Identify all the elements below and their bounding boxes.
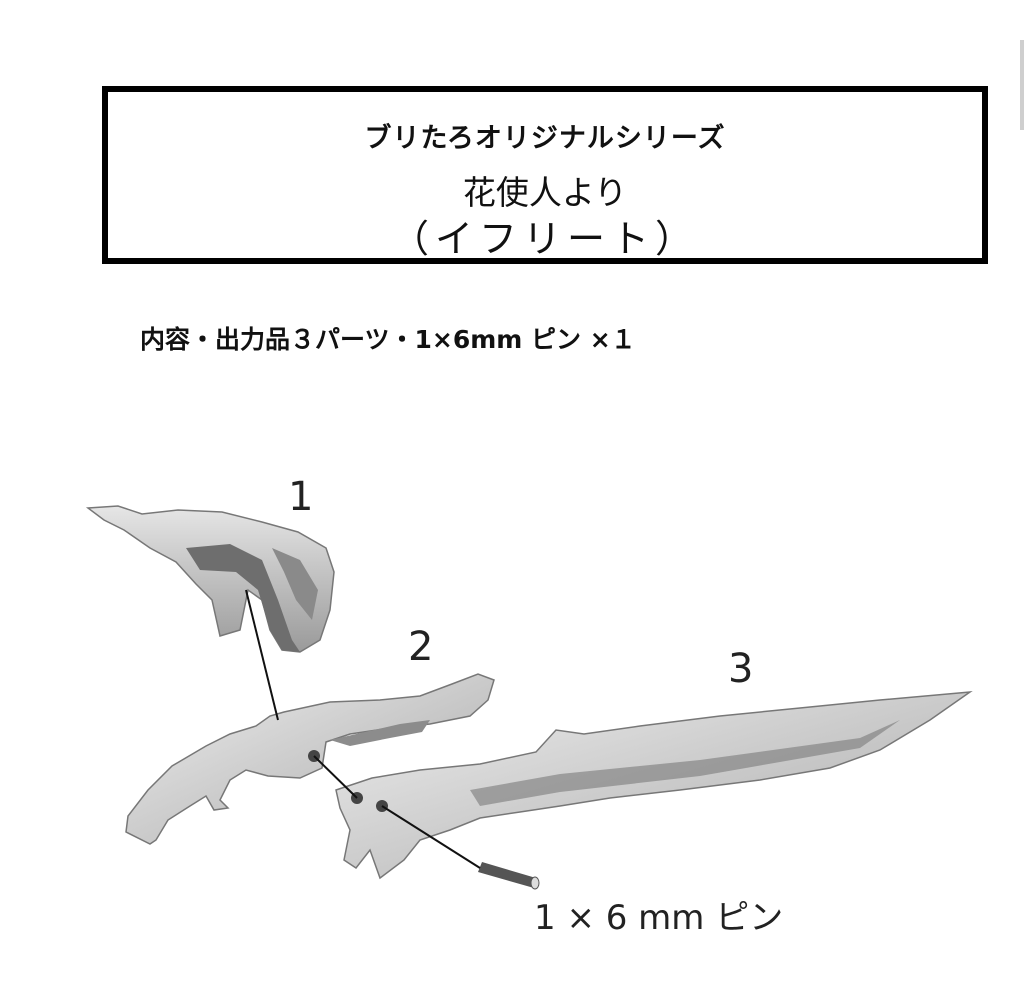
pin-shape xyxy=(478,862,540,890)
scrollbar[interactable] xyxy=(1020,40,1024,130)
pin-label: 1 × 6 mm ピン xyxy=(534,898,784,938)
assembly-line-1-2 xyxy=(245,589,279,721)
part-label-2: 2 xyxy=(408,624,434,670)
title-box: ブリたろオリジナルシリーズ 花使人より （イフリート） xyxy=(102,86,988,264)
product-name: （イフリート） xyxy=(390,217,699,261)
part-3-shape xyxy=(335,691,973,880)
part-label-1: 1 xyxy=(288,474,314,520)
contents-line: 内容・出力品３パーツ・1×6mm ピン ×１ xyxy=(140,325,636,354)
series-title: ブリたろオリジナルシリーズ xyxy=(364,123,726,154)
assembly-line-2-3 xyxy=(313,755,358,799)
part-1-shape xyxy=(85,505,335,653)
part-label-3: 3 xyxy=(728,646,754,692)
subtitle: 花使人より xyxy=(462,173,628,212)
part-2-shape xyxy=(125,673,495,845)
assembly-line-pin xyxy=(381,805,481,869)
